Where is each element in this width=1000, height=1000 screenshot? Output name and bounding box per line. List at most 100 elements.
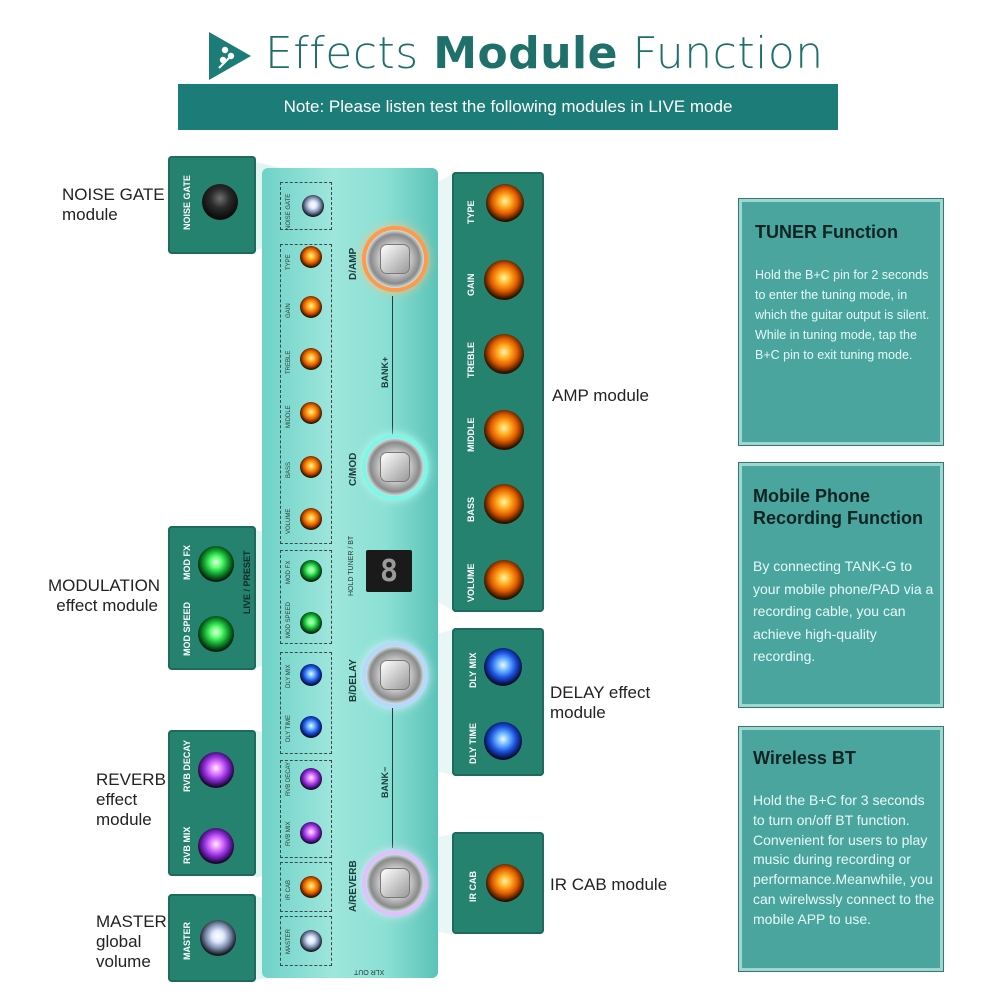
amp-volume-knob[interactable]: [484, 560, 524, 600]
pedal-delay-zone: [280, 652, 332, 754]
pedal-volume-knob[interactable]: [300, 508, 322, 530]
reverb-label-line3: module: [96, 810, 152, 829]
mod-speed-knob-label: MOD SPEED: [182, 601, 192, 656]
amp-treble-knob[interactable]: [484, 334, 524, 374]
pedal-mod-speed-knob[interactable]: [300, 612, 322, 634]
delay-label-line2: module: [550, 703, 606, 722]
pedal-master-knob[interactable]: [300, 930, 322, 952]
pedal-noise-gate-zone: [280, 182, 332, 230]
dly-mix-label: DLY MIX: [468, 652, 478, 688]
live-preset-label: LIVE / PRESET: [242, 550, 252, 614]
bank-down-line: [392, 708, 393, 848]
master-label-line2: global: [96, 932, 142, 951]
modulation-module-box: MOD FX MOD SPEED LIVE / PRESET: [168, 526, 256, 670]
wireless-panel: Wireless BT Hold the B+C for 3 seconds t…: [738, 726, 944, 972]
noise-gate-label-line1: NOISE GATE: [62, 185, 165, 204]
ir-cab-module-label: IR CAB module: [550, 875, 668, 894]
master-knob-label: MASTER: [182, 922, 192, 960]
amp-middle-label: MIDDLE: [466, 417, 476, 453]
amp-middle-knob[interactable]: [484, 410, 524, 450]
bank-up-label: BANK+: [380, 356, 390, 388]
amp-type-knob[interactable]: [486, 184, 524, 222]
pedal-rvb-decay-knob[interactable]: [300, 768, 322, 790]
ir-cab-knob[interactable]: [486, 864, 524, 902]
reverb-label-line1: REVERB: [96, 770, 166, 789]
pedal-label-ir-cab: IR CAB: [286, 879, 292, 900]
mod-speed-knob[interactable]: [198, 616, 234, 652]
pedal-gain-knob[interactable]: [300, 296, 322, 318]
pedal-body: NOISE GATE TYPE GAIN TREBLE MIDDLE BASS …: [262, 168, 438, 978]
note-text: Note: Please listen test the following m…: [283, 97, 733, 116]
reverb-label-line2: effect: [96, 790, 138, 809]
note-banner: Note: Please listen test the following m…: [178, 84, 838, 130]
master-label: MASTER global volume: [96, 912, 167, 972]
switch-label-b-delay: B/DELAY: [348, 659, 359, 702]
pedal-ir-cab-knob[interactable]: [300, 876, 322, 898]
ir-cab-label: IR CAB: [468, 871, 478, 902]
switch-label-d-amp: D/AMP: [348, 247, 359, 280]
modulation-label: MODULATION effect module: [48, 576, 161, 616]
footswitch-c-mod[interactable]: [366, 438, 424, 496]
tuner-panel: TUNER Function Hold the B+C pin for 2 se…: [738, 198, 944, 446]
brand-logo-icon: [209, 32, 251, 80]
tuner-title: TUNER Function: [755, 222, 898, 242]
master-knob[interactable]: [200, 920, 236, 956]
pedal-ircab-zone: [280, 862, 332, 912]
footswitch-d-amp[interactable]: [366, 230, 424, 288]
noise-gate-label-line2: module: [62, 205, 118, 224]
pedal-amp-zone: [280, 244, 332, 544]
pedal-mod-fx-knob[interactable]: [300, 560, 322, 582]
pedal-label-middle: MIDDLE: [286, 405, 292, 428]
pedal-rvb-mix-knob[interactable]: [300, 822, 322, 844]
dly-mix-knob[interactable]: [484, 648, 522, 686]
pedal-mod-zone: [280, 550, 332, 644]
title-part-bold: Module: [433, 28, 618, 79]
amp-bass-knob[interactable]: [484, 484, 524, 524]
pedal-label-rvb-mix: RVB MIX: [286, 821, 292, 846]
rvb-mix-knob[interactable]: [198, 828, 234, 864]
noise-gate-knob[interactable]: [202, 184, 238, 220]
rvb-decay-knob-label: RVB DECAY: [182, 739, 192, 792]
pedal-dly-mix-knob[interactable]: [300, 664, 322, 686]
master-label-line1: MASTER: [96, 912, 167, 931]
bank-up-line: [392, 296, 393, 436]
recording-body: By connecting TANK-G to your mobile phon…: [753, 558, 934, 664]
rvb-decay-knob[interactable]: [198, 752, 234, 788]
modulation-label-line2: effect module: [56, 596, 158, 615]
delay-module-box: DLY MIX DLY TIME: [452, 628, 544, 776]
pedal-label-mod-speed: MOD SPEED: [286, 601, 292, 638]
amp-gain-knob[interactable]: [484, 260, 524, 300]
dly-time-knob[interactable]: [484, 722, 522, 760]
mod-fx-knob-label: MOD FX: [182, 545, 192, 580]
dly-time-label: DLY TIME: [468, 722, 478, 764]
pedal-bass-knob[interactable]: [300, 456, 322, 478]
pedal-noise-gate-knob[interactable]: [302, 195, 324, 217]
noise-gate-knob-label: NOISE GATE: [182, 175, 192, 230]
modulation-label-line1: MODULATION: [48, 576, 161, 595]
pedal-label-dly-time: DLY TIME: [286, 714, 292, 742]
pedal-dly-time-knob[interactable]: [300, 716, 322, 738]
amp-module-box: TYPE GAIN TREBLE MIDDLE BASS VOLUME: [452, 172, 544, 612]
pedal-type-knob[interactable]: [300, 246, 322, 268]
pedal-treble-knob[interactable]: [300, 348, 322, 370]
switch-label-a-reverb: A/REVERB: [348, 860, 359, 912]
pedal-label-mod-fx: MOD FX: [286, 560, 292, 584]
rvb-mix-knob-label: RVB MIX: [182, 826, 192, 864]
tuner-body: Hold the B+C pin for 2 seconds to enter …: [755, 268, 930, 362]
mod-fx-knob[interactable]: [198, 546, 234, 582]
delay-module-label: DELAY effect module: [550, 683, 650, 723]
display-digit: 8: [379, 553, 399, 589]
wireless-title: Wireless BT: [753, 748, 856, 768]
amp-volume-label: VOLUME: [466, 563, 476, 602]
footswitch-b-delay[interactable]: [366, 646, 424, 704]
reverb-label: REVERB effect module: [96, 770, 166, 830]
pedal-label-gain: GAIN: [286, 303, 292, 318]
noise-gate-module-box: NOISE GATE: [168, 156, 256, 254]
footswitch-a-reverb[interactable]: [366, 854, 424, 912]
pedal-master-zone: [280, 916, 332, 966]
xlr-out-label: XLR OUT: [354, 968, 385, 975]
pedal-middle-knob[interactable]: [300, 402, 322, 424]
pedal-label-treble: TREBLE: [286, 350, 292, 374]
bank-down-label: BANK−: [380, 766, 390, 798]
wireless-body: Hold the B+C for 3 seconds to turn on/of…: [753, 792, 935, 927]
